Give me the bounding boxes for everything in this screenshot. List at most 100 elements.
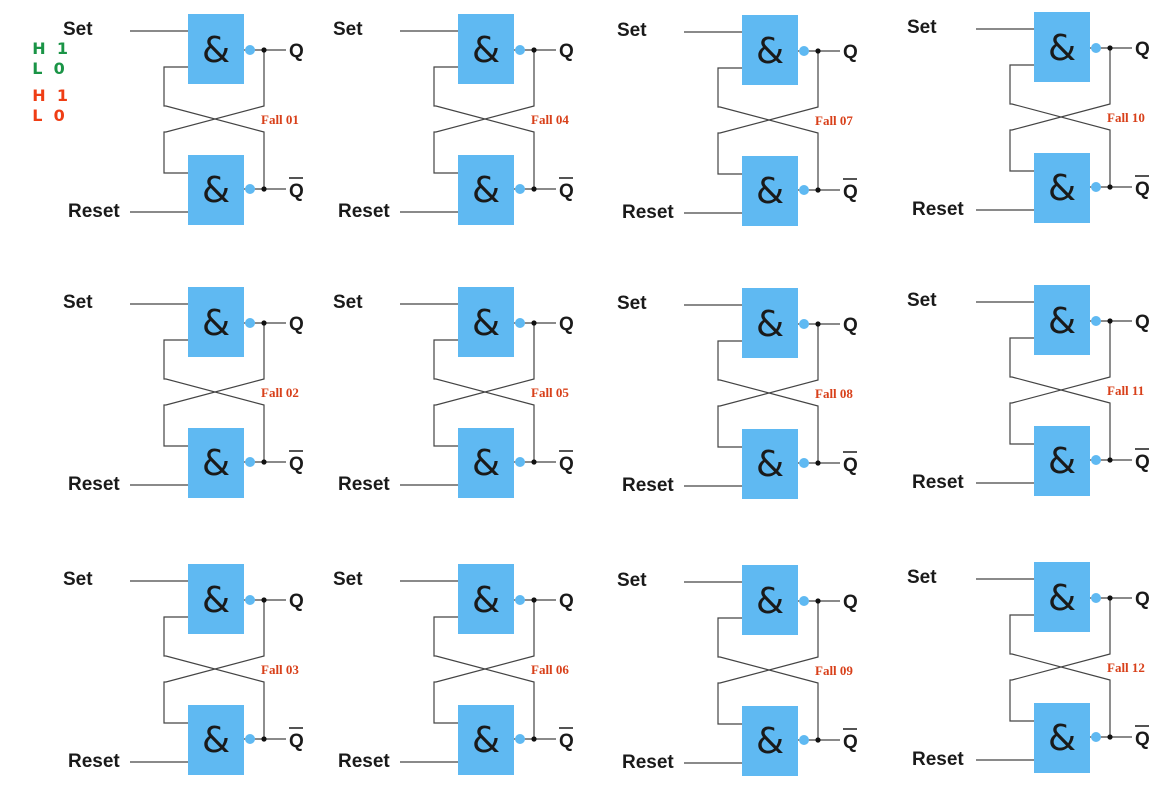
gate-symbol: & [202, 580, 230, 621]
feedback-q-to-reset-gate [433, 323, 535, 447]
q-label: Q [843, 592, 858, 613]
feedback-q-to-reset-gate [1009, 48, 1111, 172]
nand-gate-set [188, 14, 244, 84]
q-label: Q [843, 42, 858, 63]
gate-symbol: & [756, 171, 784, 212]
legend-level: L [32, 59, 43, 78]
junction-dot [531, 186, 537, 192]
case-label: Fall 12 [1107, 660, 1145, 675]
gate-symbol: & [472, 303, 500, 344]
negation-bubble [245, 595, 255, 605]
q-label: Q [1135, 312, 1150, 333]
gate-symbol: & [472, 443, 500, 484]
set-label: Set [333, 569, 363, 590]
junction-dot [1107, 457, 1113, 463]
negation-bubble [245, 318, 255, 328]
junction-dot [261, 597, 267, 603]
gate-symbol: & [472, 170, 500, 211]
feedback-qbar-to-set-gate [433, 339, 535, 462]
junction-dot [261, 186, 267, 192]
legend-row-h-green: H 1 [10, 22, 68, 76]
junction-dot [1107, 184, 1113, 190]
legend-level: L [32, 106, 43, 125]
case-label: Fall 09 [815, 663, 853, 678]
junction-dot [1107, 318, 1113, 324]
junction-dot [815, 321, 821, 327]
junction-dot [1107, 734, 1113, 740]
q-bar-label: Q [289, 181, 304, 202]
negation-bubble [1091, 455, 1101, 465]
feedback-qbar-to-set-gate [1009, 337, 1111, 460]
q-bar-label: Q [289, 731, 304, 752]
q-label: Q [559, 591, 574, 612]
nand-gate-reset [1034, 703, 1090, 773]
feedback-qbar-to-set-gate [717, 340, 819, 463]
junction-dot [815, 460, 821, 466]
negation-bubble [245, 184, 255, 194]
feedback-q-to-reset-gate [717, 324, 819, 448]
q-bar-label: Q [1135, 179, 1150, 200]
feedback-qbar-to-set-gate [163, 616, 265, 739]
feedback-q-to-reset-gate [433, 50, 535, 174]
legend: H 1 L 0 H 1 L 0 [0, 0, 68, 125]
negation-bubble [799, 458, 809, 468]
feedback-q-to-reset-gate [163, 50, 265, 174]
junction-dot [815, 598, 821, 604]
set-label: Set [333, 19, 363, 40]
junction-dot [815, 187, 821, 193]
set-label: Set [907, 290, 937, 311]
nand-gate-reset [1034, 153, 1090, 223]
nand-gate-reset [742, 706, 798, 776]
reset-label: Reset [912, 199, 964, 220]
case-label: Fall 04 [531, 112, 569, 127]
nand-gate-set [742, 565, 798, 635]
legend-value: 1 [56, 39, 68, 58]
q-bar-label: Q [559, 181, 574, 202]
feedback-qbar-to-set-gate [1009, 614, 1111, 737]
negation-bubble [799, 46, 809, 56]
q-label: Q [289, 314, 304, 335]
gate-symbol: & [1048, 578, 1076, 619]
nand-gate-set [742, 15, 798, 85]
gate-symbol: & [756, 444, 784, 485]
junction-dot [261, 47, 267, 53]
legend-level: H [32, 39, 46, 58]
gate-symbol: & [1048, 718, 1076, 759]
negation-bubble [245, 734, 255, 744]
nand-gate-reset [458, 705, 514, 775]
nand-gate-set [188, 564, 244, 634]
nand-gate-reset [188, 428, 244, 498]
reset-label: Reset [912, 472, 964, 493]
reset-label: Reset [622, 752, 674, 773]
reset-label: Reset [338, 474, 390, 495]
case-label: Fall 10 [1107, 110, 1145, 125]
case-label: Fall 06 [531, 662, 569, 677]
q-bar-label: Q [843, 455, 858, 476]
junction-dot [261, 459, 267, 465]
reset-label: Reset [338, 751, 390, 772]
q-bar-label: Q [559, 731, 574, 752]
nand-gate-set [1034, 285, 1090, 355]
q-bar-label: Q [1135, 729, 1150, 750]
gate-symbol: & [202, 720, 230, 761]
nand-gate-reset [1034, 426, 1090, 496]
negation-bubble [1091, 182, 1101, 192]
legend-value: 0 [53, 59, 65, 78]
q-label: Q [1135, 589, 1150, 610]
gate-symbol: & [756, 721, 784, 762]
gate-symbol: & [202, 443, 230, 484]
feedback-qbar-to-set-gate [717, 617, 819, 740]
reset-label: Reset [338, 201, 390, 222]
feedback-qbar-to-set-gate [433, 616, 535, 739]
